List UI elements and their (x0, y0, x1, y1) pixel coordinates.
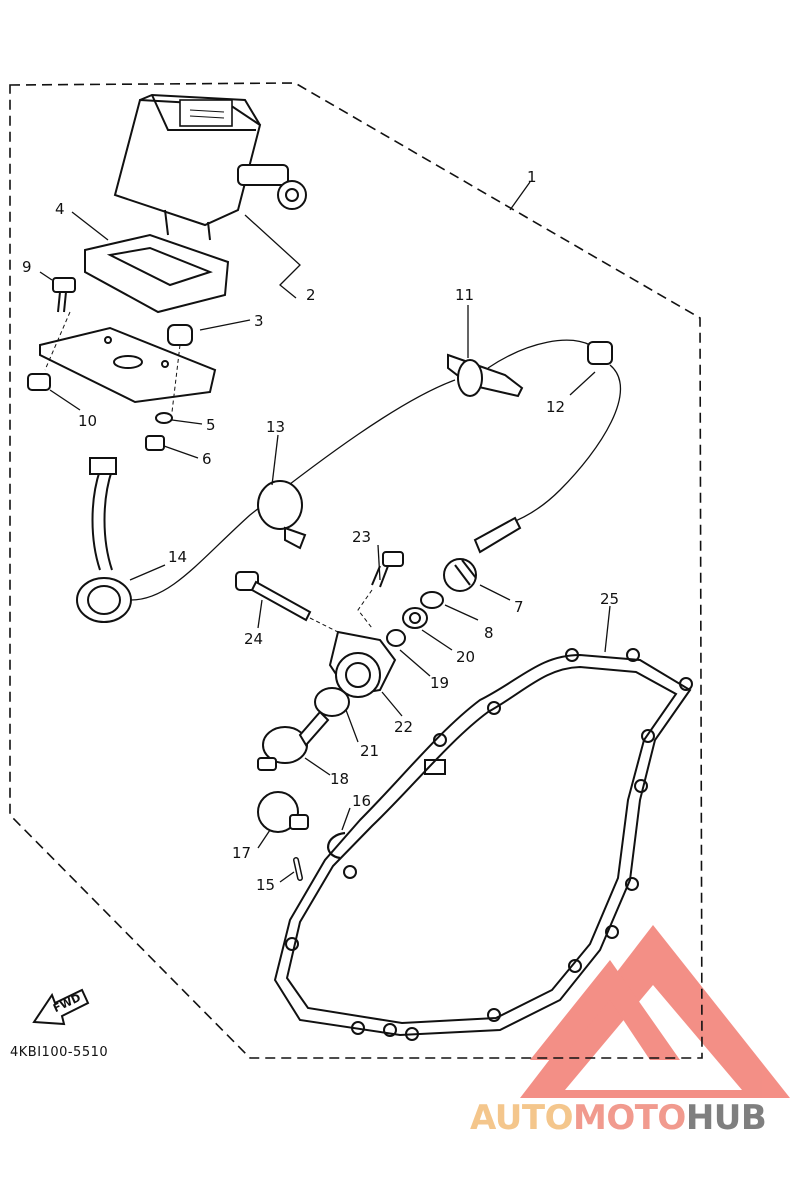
callout-4: 4 (55, 200, 65, 218)
meter-damper-bracket (84, 233, 230, 314)
callout-3: 3 (254, 312, 264, 330)
meter-cable (76, 339, 622, 623)
callout-9: 9 (22, 258, 32, 276)
callout-13: 13 (266, 418, 285, 436)
callout-21: 21 (360, 742, 379, 760)
callout-20: 20 (456, 648, 475, 666)
drive-gear (257, 710, 330, 771)
drive-housing (328, 630, 397, 698)
bolt-alignment (309, 617, 339, 633)
callout-16: 16 (352, 792, 371, 810)
alignment-lines (44, 311, 181, 413)
callout-11: 11 (455, 286, 474, 304)
callout-22: 22 (394, 718, 413, 736)
watermark-moto: MOTO (572, 1098, 686, 1138)
oil-seal (402, 607, 428, 629)
cable-guide (257, 480, 307, 550)
callout-17: 17 (232, 844, 251, 862)
watermark-hub: HUB (685, 1098, 767, 1138)
grommet (167, 324, 193, 346)
cable-clamp (447, 353, 524, 398)
callout-18: 18 (330, 770, 349, 788)
callout-8: 8 (484, 624, 494, 642)
callout-12: 12 (546, 398, 565, 416)
callout-23: 23 (352, 528, 371, 546)
driven-gear (257, 791, 309, 833)
callout-10: 10 (78, 412, 97, 430)
watermark-text: AUTOMOTOHUB (470, 1098, 767, 1138)
speedometer-meter (113, 93, 307, 241)
collar (27, 373, 51, 391)
assembly-boundary (9, 82, 703, 1059)
bolt (52, 277, 76, 313)
callout-6: 6 (202, 450, 212, 468)
callout-19: 19 (430, 674, 449, 692)
callout-14: 14 (168, 548, 187, 566)
o-ring (314, 591, 444, 717)
screw (371, 551, 404, 588)
leader-lines (39, 181, 611, 883)
washer (155, 412, 173, 424)
pin-center (294, 858, 302, 880)
nut (145, 435, 165, 451)
part-code: 4KBI100-5510 (10, 1045, 109, 1060)
callout-7: 7 (514, 598, 524, 616)
callout-5: 5 (206, 416, 216, 434)
callout-15: 15 (256, 876, 275, 894)
drive-shaft (443, 516, 522, 592)
screw-alignment (357, 589, 373, 629)
washer-19 (386, 629, 406, 647)
long-bolt (235, 571, 312, 622)
cable-clip (587, 341, 613, 365)
circlip (327, 831, 346, 860)
crankcase-gasket (273, 648, 693, 1041)
watermark-logo (520, 925, 790, 1098)
forward-arrow: FWD (32, 988, 90, 1026)
watermark-auto: AUTO (470, 1098, 573, 1138)
meter-bracket-plate (39, 326, 217, 404)
callout-24: 24 (244, 630, 263, 648)
callout-2: 2 (306, 286, 316, 304)
callout-1: 1 (527, 168, 537, 186)
callout-25: 25 (600, 590, 619, 608)
